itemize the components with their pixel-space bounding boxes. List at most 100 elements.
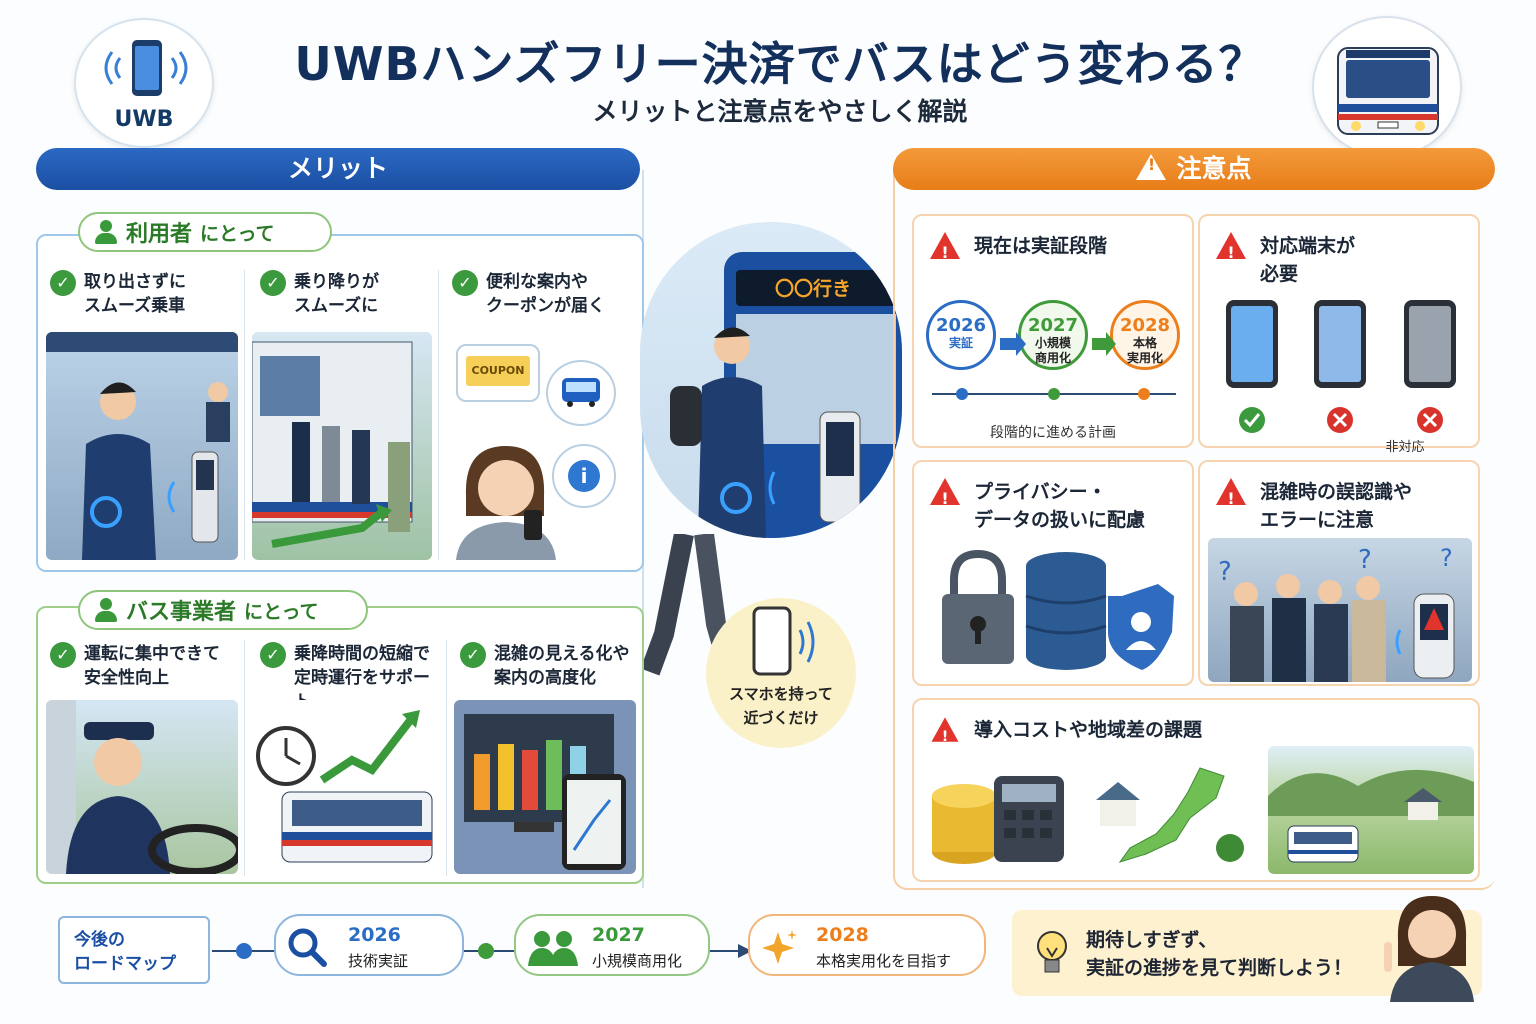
roadmap-label-2: ロードマップ	[74, 954, 176, 974]
clock-and-bus-icon	[256, 710, 433, 863]
queue-icon	[252, 341, 413, 548]
check-icon: ✓	[50, 270, 76, 296]
bus-icon	[562, 378, 600, 407]
stage-year-2028-label1: 本格	[1132, 336, 1157, 350]
uwb-label: UWB	[114, 107, 174, 132]
boarding-queue-illustration	[252, 332, 432, 560]
stage-caption: 段階的に進める計画	[990, 425, 1116, 441]
smartphones-icon	[1226, 300, 1456, 433]
users-label: 利用者にとって	[78, 212, 332, 252]
page-subtitle: メリットと注意点をやさしく解説	[592, 97, 968, 126]
operator-merit-2-line1: 乗降時間の短縮で	[294, 644, 430, 664]
center-boarding-scene: 〇〇行き	[640, 222, 902, 538]
operator-merit-3: ✓混雑の見える化や案内の高度化	[450, 642, 640, 878]
boarding-illustration	[46, 332, 238, 560]
operator-merit-3-line1: 混雑の見える化や	[494, 644, 630, 664]
user-merit-2: ✓乗り降りがスムーズに	[250, 270, 436, 566]
user-merit-3-line1: 便利な案内や	[486, 272, 588, 292]
operator-merit-2: ✓乗降時間の短縮で定時運行をサポート	[250, 642, 444, 878]
warning-icon	[930, 232, 960, 267]
coins-calculator-icon	[932, 776, 1064, 864]
crowd-title-1: 混雑時の誤認識や	[1260, 481, 1413, 503]
stage-year-2028-label2: 実用化	[1126, 351, 1163, 365]
caution-header: ! 注意点	[893, 148, 1495, 190]
stage-year-2028-year: 2028	[1119, 315, 1171, 336]
user-merit-1: ✓ 取り出さずにスムーズ乗車	[40, 270, 240, 566]
warning-icon	[931, 717, 959, 749]
users-label-sub: にとって	[200, 222, 275, 245]
roadmap-connectors	[212, 943, 752, 959]
page-title: UWBハンズフリー決済でバスはどう変わる？	[294, 37, 1266, 91]
operators-label-sub: にとって	[244, 600, 319, 623]
devices-title-2: 必要	[1260, 263, 1299, 285]
lock-database-shield-icon	[942, 549, 1174, 670]
stage-year-2026-label: 実証	[948, 336, 973, 350]
roadmap-step-2028-year: 2028	[816, 924, 869, 946]
person-icon	[94, 598, 118, 622]
sparkle-icon	[762, 930, 797, 964]
warning-icon	[930, 478, 960, 513]
unsupported-label: 非対応	[1385, 440, 1425, 455]
roadmap-step-2026: 2026 技術実証	[274, 914, 464, 976]
person-icon	[94, 220, 118, 244]
cost-region-card: 導入コストや地域差の課題	[912, 698, 1480, 882]
check-icon: ✓	[260, 270, 286, 296]
caution-title: 注意点	[1176, 154, 1252, 183]
operators-label: バス事業者にとって	[78, 590, 368, 630]
rural-landscape-illustration	[1268, 746, 1474, 874]
coupon-illustration: COUPON i	[446, 332, 636, 560]
stage-title: 現在は実証段階	[974, 235, 1108, 257]
check-icon: ✓	[452, 270, 478, 296]
stage-year-2027-label1: 小規模	[1034, 336, 1071, 350]
info-icon: i	[568, 460, 600, 492]
stage-year-2027-label2: 商用化	[1034, 351, 1071, 365]
roadmap-label: 今後のロードマップ	[58, 916, 210, 984]
user-merit-2-line2: スムーズに	[294, 296, 379, 316]
crowd-title-2: エラーに注意	[1260, 509, 1375, 531]
advice-line-1: 期待しすぎず、	[1086, 929, 1218, 951]
operator-merit-3-line2: 案内の高度化	[494, 668, 596, 688]
on-time-illustration	[252, 700, 440, 874]
divider	[244, 270, 245, 560]
user-merit-3-line2: クーポンが届く	[486, 296, 605, 316]
smartphone-signal-icon	[752, 606, 815, 676]
svg-text:?: ?	[1358, 545, 1372, 575]
people-icon	[528, 931, 578, 966]
divider	[244, 640, 245, 876]
magnifier-icon	[288, 928, 327, 967]
phone-tap-bubble: スマホを持って近づくだけ	[706, 598, 856, 748]
svg-text:?: ?	[1440, 544, 1453, 572]
divider	[446, 640, 447, 876]
check-icon: ✓	[260, 642, 286, 668]
japan-map-icon	[1096, 767, 1244, 863]
bus-driver-icon	[46, 700, 238, 874]
user-merit-3: ✓ 便利な案内やクーポンが届く COUPON i	[442, 270, 640, 566]
congestion-display-illustration	[454, 700, 636, 874]
user-merit-1-line2: スムーズ乗車	[84, 296, 186, 316]
smartphone-signal-icon	[104, 40, 188, 96]
privacy-card: プライバシー・データの扱いに配慮	[912, 460, 1194, 686]
merit-header: メリット	[36, 148, 640, 190]
stage-year-2027-year: 2027	[1027, 315, 1079, 336]
svg-text:?: ?	[1218, 557, 1232, 587]
rural-bus-icon	[1268, 769, 1474, 863]
woman-with-phone-icon	[456, 446, 556, 560]
users-label-main: 利用者	[126, 222, 193, 247]
crowd-illustration: ? ? ?	[1208, 538, 1472, 682]
privacy-title-2: データの扱いに配慮	[974, 509, 1146, 531]
user-merit-1-line1: 取り出さずに	[84, 272, 186, 292]
roadmap-step-2027-text: 小規模商用化	[592, 952, 683, 970]
check-icon: ✓	[50, 642, 76, 668]
operator-merit-1-line1: 運転に集中できて	[84, 644, 220, 664]
coupon-ticket: COUPON	[466, 356, 530, 386]
roadmap-step-2028-text: 本格実用化を目指す	[816, 952, 952, 970]
roadmap-step-2026-year: 2026	[348, 924, 401, 946]
warning-icon: !	[1136, 154, 1167, 180]
divider	[438, 270, 439, 560]
roadmap-step-2027-year: 2027	[592, 924, 645, 946]
phone-caption-1: スマホを持って	[729, 685, 833, 703]
